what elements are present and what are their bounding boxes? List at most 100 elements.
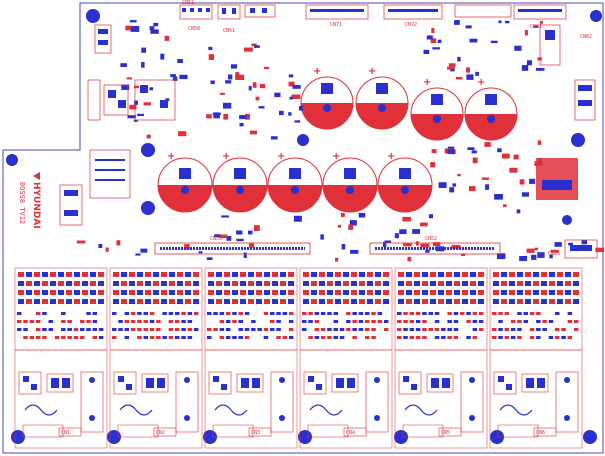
smd-pad	[124, 312, 130, 315]
trace	[309, 404, 343, 416]
smd-pad	[475, 71, 479, 76]
smd-pad	[333, 328, 338, 331]
transistor-pad	[58, 290, 64, 295]
transistor-pad	[42, 290, 48, 295]
smd-pad	[539, 20, 543, 24]
transistor-pad	[406, 281, 412, 286]
transistor-pad	[280, 290, 286, 295]
transistor-pad	[533, 299, 539, 304]
via	[469, 377, 475, 383]
smd-pad	[447, 320, 452, 323]
smd-pad	[80, 328, 85, 331]
smd-pad	[23, 320, 28, 323]
mounting-hole-icon	[590, 10, 602, 22]
smd-pad	[434, 320, 440, 323]
transistor-pad	[462, 290, 468, 295]
smd-pad	[542, 320, 547, 323]
smd-pad	[451, 244, 461, 249]
transistor-pad	[351, 290, 357, 295]
transistor-pad	[129, 272, 135, 277]
smd-pad	[168, 312, 174, 315]
smd-pad	[434, 336, 440, 339]
transistor-pad	[145, 290, 151, 295]
smd-pad	[175, 328, 180, 331]
transistor-pad	[422, 272, 428, 277]
smd-pad	[208, 54, 214, 60]
transistor-pad	[414, 299, 420, 304]
pad	[221, 384, 227, 390]
smd-pad	[17, 328, 22, 331]
transistor-pad	[248, 299, 254, 304]
smd-pad	[415, 336, 421, 339]
transistor-pad	[98, 272, 104, 277]
smd-pad	[314, 328, 320, 331]
transistor-pad	[454, 299, 460, 304]
smd-pad	[149, 336, 155, 339]
bus-label-left: CN53	[210, 236, 222, 242]
smd-pad	[457, 173, 461, 177]
smd-pad	[529, 328, 535, 331]
smd-pad	[484, 142, 491, 147]
svg-text:+: +	[167, 151, 175, 162]
smd-pad	[320, 328, 326, 331]
smd-pad	[567, 336, 573, 339]
smd-pad	[124, 320, 130, 323]
smd-pad	[517, 328, 522, 331]
smd-pad	[121, 84, 130, 90]
smd-pad	[288, 312, 294, 315]
transistor-pad	[557, 281, 563, 286]
transistor-pad	[493, 299, 499, 304]
smd-pad	[346, 320, 351, 323]
transistor-pad	[375, 281, 381, 286]
mounting-hole-icon	[571, 133, 585, 147]
trace	[22, 424, 64, 438]
trace	[497, 424, 539, 438]
via	[564, 377, 570, 383]
smd-pad	[453, 320, 459, 323]
transistor-pad	[406, 299, 412, 304]
smd-pad	[422, 320, 427, 323]
smd-pad	[150, 29, 159, 34]
transistor-pad	[343, 299, 349, 304]
smd-pad	[327, 312, 332, 315]
transistor-pad	[169, 299, 175, 304]
transistor-pad	[256, 272, 262, 277]
smd-pad	[469, 38, 478, 43]
smd-pad	[98, 244, 103, 248]
smd-pad	[126, 77, 132, 80]
smd-pad	[35, 320, 41, 323]
smd-pad	[257, 328, 262, 331]
transistor-pad	[177, 281, 183, 286]
smd-pad	[320, 234, 324, 240]
smd-pad	[232, 312, 237, 315]
smd-pad	[441, 328, 446, 331]
smd-pad	[430, 38, 437, 43]
transistor-pad	[272, 272, 278, 277]
transistor-pad	[517, 281, 523, 286]
smd-pad	[340, 213, 345, 218]
transistor-pad	[565, 290, 571, 295]
smd-pad	[504, 336, 510, 339]
smd-pad	[61, 320, 66, 323]
svg-text:+: +	[332, 151, 340, 162]
smd-pad	[521, 192, 529, 197]
transistor-pad	[18, 290, 24, 295]
trace	[214, 404, 248, 416]
smd-pad	[467, 147, 475, 150]
smd-pad	[270, 328, 275, 331]
transistor-pad	[565, 281, 571, 286]
transistor-pad	[280, 299, 286, 304]
smd-pad	[448, 63, 456, 67]
smd-pad	[423, 49, 430, 54]
smd-pad	[112, 328, 117, 331]
channel-label: CN3	[251, 430, 260, 436]
smd-pad	[294, 120, 301, 123]
transistor-pad	[335, 281, 341, 286]
connector-label: CN72	[405, 22, 417, 28]
smd-pad	[153, 22, 159, 27]
mounting-hole-icon	[394, 430, 408, 444]
transistor-pad	[208, 290, 214, 295]
connector-label: CN58	[188, 26, 200, 32]
smd-pad	[537, 140, 542, 145]
